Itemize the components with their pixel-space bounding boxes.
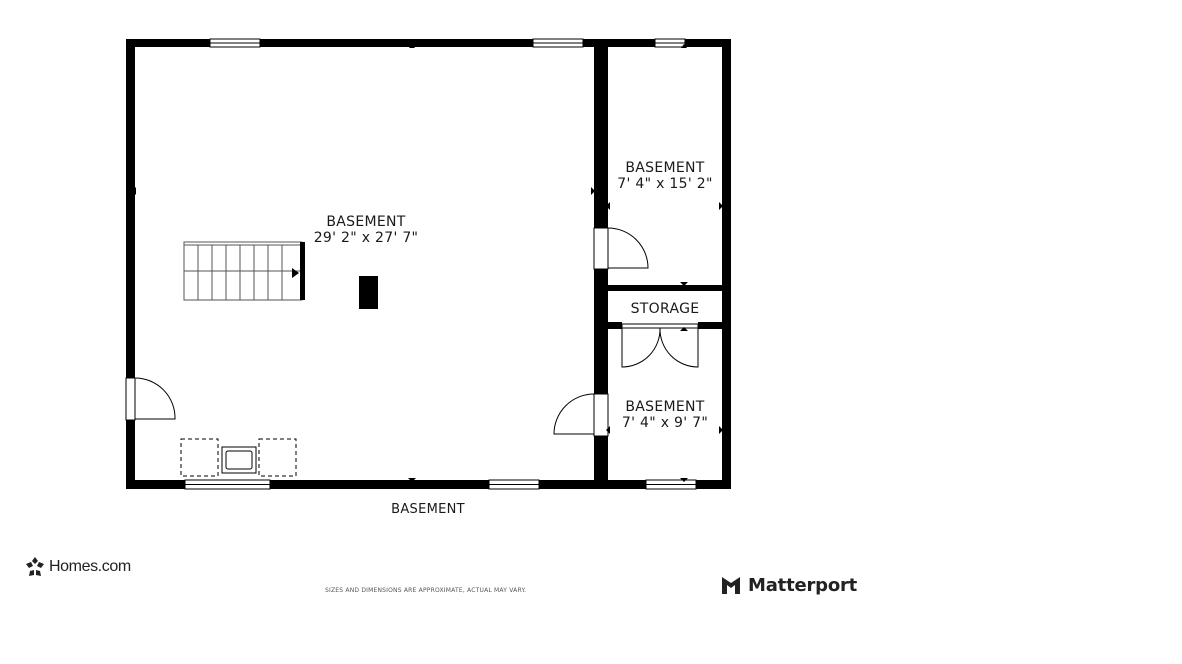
room-name: BASEMENT [625,399,704,415]
homes-logo: Homes.com [24,556,131,578]
storage-top-wall [606,285,726,291]
room-name: BASEMENT [625,160,704,176]
top-wall [126,39,731,47]
door-frame [593,227,609,270]
door-swing [134,377,176,420]
door-frame [125,377,136,421]
stair-rail [300,242,305,300]
matterport-logo: Matterport [720,574,857,596]
appliance-outline [180,438,219,477]
windows [184,38,697,490]
room-dimensions: 7' 4" x 9' 7" [622,415,708,431]
support-column [359,276,378,309]
room-dimensions: 7' 4" x 15' 2" [617,176,712,192]
measure-ticks [132,44,723,482]
homes-logo-text: Homes.com [49,558,131,575]
door-swing [553,393,595,435]
door-frame [593,393,609,437]
matterport-logo-icon [722,577,740,594]
matterport-logo-text: Matterport [748,574,858,596]
door-opening [622,322,698,329]
door-swing [659,327,699,368]
doors [125,227,699,437]
room-name: BASEMENT [326,214,405,230]
stair-arrow-icon [292,268,299,278]
appliances [180,438,297,477]
homes-logo-icon [26,557,44,576]
door-opening [594,394,608,436]
sink-icon [221,446,257,474]
right-wall [722,39,731,489]
appliance-outline [258,438,297,477]
floor-label: BASEMENT [391,502,465,517]
disclaimer: SIZES AND DIMENSIONS ARE APPROXIMATE, AC… [325,587,527,594]
door-swing [621,327,661,368]
door-swing [607,227,649,269]
door-opening [126,378,135,420]
stairs [183,241,303,301]
bottom-wall [126,480,731,489]
room-dimensions: 29' 2" x 27' 7" [314,230,419,246]
room-name: STORAGE [631,301,700,317]
left-wall [126,39,135,489]
door-opening [594,228,608,269]
